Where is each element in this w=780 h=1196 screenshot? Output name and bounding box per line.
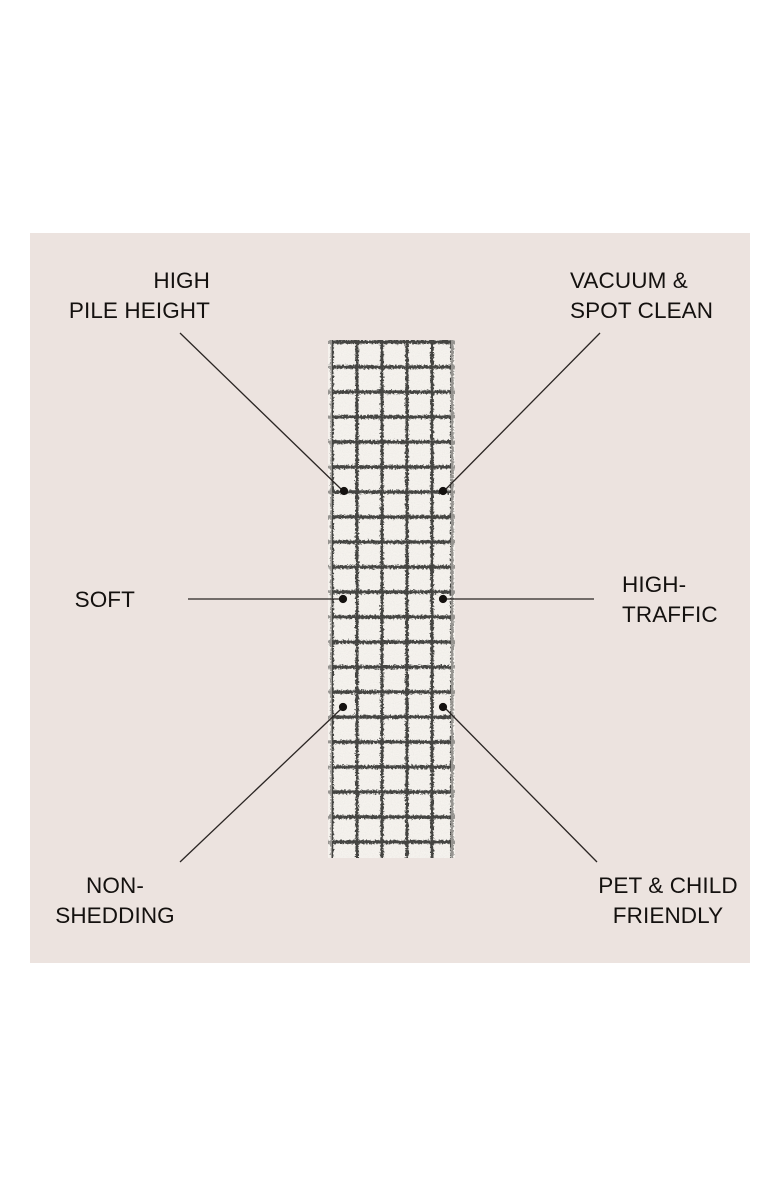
callout-label-high-traffic: HIGH- TRAFFIC <box>622 572 718 627</box>
callout-label-non-shedding: NON- SHEDDING <box>55 873 175 928</box>
callout-label-soft: SOFT <box>74 587 135 612</box>
callout-label-pet-child-friendly: PET & CHILD FRIENDLY <box>598 873 738 928</box>
rug-swatch-image <box>328 340 455 858</box>
rug-texture-svg <box>328 340 455 858</box>
callout-label-high-pile-height: HIGH PILE HEIGHT <box>68 268 210 323</box>
callout-label-vacuum-spot-clean: VACUUM & SPOT CLEAN <box>570 268 714 323</box>
